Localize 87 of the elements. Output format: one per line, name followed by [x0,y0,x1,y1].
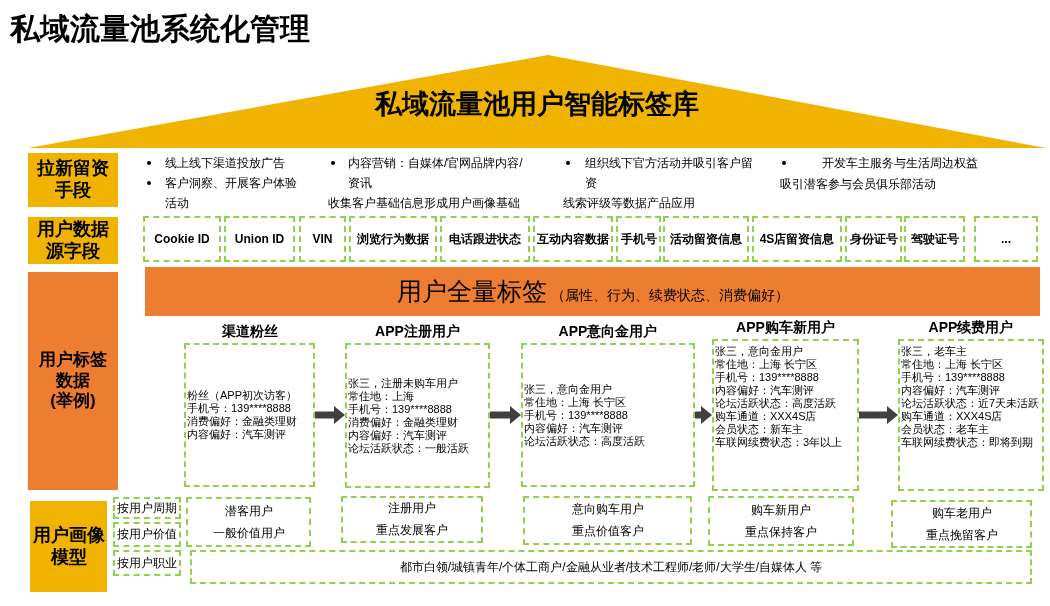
profile-line: 车联网续费状态：即将到期 [901,436,1033,449]
segment-label: 重点保持客户 [745,524,817,540]
data-field-tag: Union ID [224,216,295,262]
profile-line: 会员状态：新车主 [715,423,803,436]
bullet-text: 内容营销：自媒体/官网品牌内容/资讯 [348,155,524,192]
data-field-tag: 活动留资信息 [663,216,749,262]
card-heading: APP注册用户 [375,323,460,340]
profile-line: 手机号：139****8888 [187,402,291,415]
tag-banner [145,267,1040,316]
bullet-text: 开发车主服务与生活周边权益 [822,155,978,172]
occupation-box: 都市白领/城镇青年/个体工商户/金融从业者/技术工程师/老师/大学生/自媒体人 等 [190,550,1032,584]
profile-line: 张三，注册未购车用户 [348,376,458,390]
bullet-text: 客户洞察、开展客户体验活动 [165,175,298,212]
segment-box [341,496,483,543]
profile-line: 手机号：139****8888 [901,371,1005,384]
profile-line: 内容偏好：汽车测评 [187,428,286,441]
profile-line: 张三，意向金用户 [715,345,803,358]
roof-title: 私域流量池用户智能标签库 [375,88,699,120]
section-label: 用户数据源字段 [28,217,118,264]
note-text: 线索评级等数据产品应用 [563,195,695,212]
segment-label: 重点挽留客户 [925,527,998,543]
profile-line: 张三，意向金用户 [524,382,612,396]
segment-box [891,500,1032,548]
section-block [28,272,118,490]
profile-line: 手机号：139****8888 [524,408,628,422]
bullet-text: 组织线下官方活动并吸引客户留资 [585,155,754,192]
profile-line: 论坛活跃状态：一般活跃 [348,441,469,455]
section-label: 拉新留资手段 [28,153,118,207]
segment-box [523,496,692,545]
profile-line: 常住地：上海 长宁区 [901,358,1004,371]
note-text: 收集客户基础信息形成用户画像基础 [328,195,520,212]
data-field-tag: Cookie ID [143,216,221,262]
data-field-tag: VIN [299,216,346,262]
card-heading: APP意向金用户 [558,323,658,340]
segment-label: 购车新用户 [751,502,811,518]
segment-box [186,497,311,547]
section-note: (举例) [50,391,96,412]
banner-title: 用户全量标签 [396,276,547,306]
banner-subtitle: （属性、行为、续费状态、消费偏好） [550,286,789,304]
segment-label: 购车老用户 [931,505,992,521]
profile-line: 内容偏好：汽车测评 [348,428,447,442]
data-field-tag: 电话跟进状态 [440,216,530,262]
category-tag: 按用户职业 [113,550,181,576]
profile-line: 购车通道：XXX4S店 [715,410,817,423]
profile-line: 消费偏好：金融类理财 [348,415,458,429]
profile-line: 粉丝（APP初次访客） [187,389,297,402]
profile-line: 车联网续费状态：3年以上 [715,436,843,449]
data-field-tag: 互动内容数据 [533,216,613,262]
profile-line: 常住地：上海 长宁区 [524,395,627,409]
profile-line: 会员状态：老车主 [901,423,989,436]
data-field-tag: 手机号 [616,216,661,262]
profile-line: 张三，老车主 [901,345,967,358]
section-label: 用户画像模型 [30,501,107,592]
category-tag: 按用户周期 [113,497,181,519]
profile-line: 论坛活跃状态：高度活跃 [524,434,645,448]
profile-line: 常住地：上海 [348,389,414,403]
segment-label: 一般价值用户 [212,525,285,541]
data-field-tag: 4S店留资信息 [752,216,842,262]
profile-line: 手机号：139****8888 [715,371,819,384]
profile-line: 购车通道：XXX4S店 [901,410,1003,423]
segment-label: 潜客用户 [224,503,273,519]
note-text: 吸引潜客参与会员俱乐部活动 [780,176,936,193]
segment-box [708,496,854,546]
profile-line: 内容偏好：汽车测评 [901,384,1000,397]
profile-line: 消费偏好：金融类理财 [187,415,297,428]
data-field-tag: ... [974,216,1038,262]
data-field-tag: 身份证号 [845,216,902,262]
segment-label: 注册用户 [388,501,436,516]
roof-banner [28,55,1046,148]
profile-line: 论坛活跃状态：高度活跃 [715,397,836,410]
profile-line: 常住地：上海 长宁区 [715,358,818,371]
bullet-text: 线上线下渠道投放广告 [165,155,285,172]
segment-label: 重点价值客户 [571,524,644,539]
card-heading: APP续费用户 [928,319,1014,336]
page-title: 私域流量池系统化管理 [10,11,310,47]
segment-label: 意向购车用户 [571,502,644,517]
profile-line: 内容偏好：汽车测评 [715,384,814,397]
data-field-tag: 驾驶证号 [904,216,965,262]
category-tag: 按用户价值 [113,522,181,547]
profile-line: 内容偏好：汽车测评 [524,421,623,435]
data-field-tag: 浏览行为数据 [349,216,437,262]
section-label: 用户标签数据 [38,350,108,391]
card-heading: APP购车新用户 [736,319,835,336]
card-heading: 渠道粉丝 [221,323,278,340]
profile-line: 手机号：139****8888 [348,402,452,416]
segment-label: 重点发展客户 [376,523,448,538]
profile-line: 论坛活跃状态：近7天未活跃 [901,397,1040,410]
